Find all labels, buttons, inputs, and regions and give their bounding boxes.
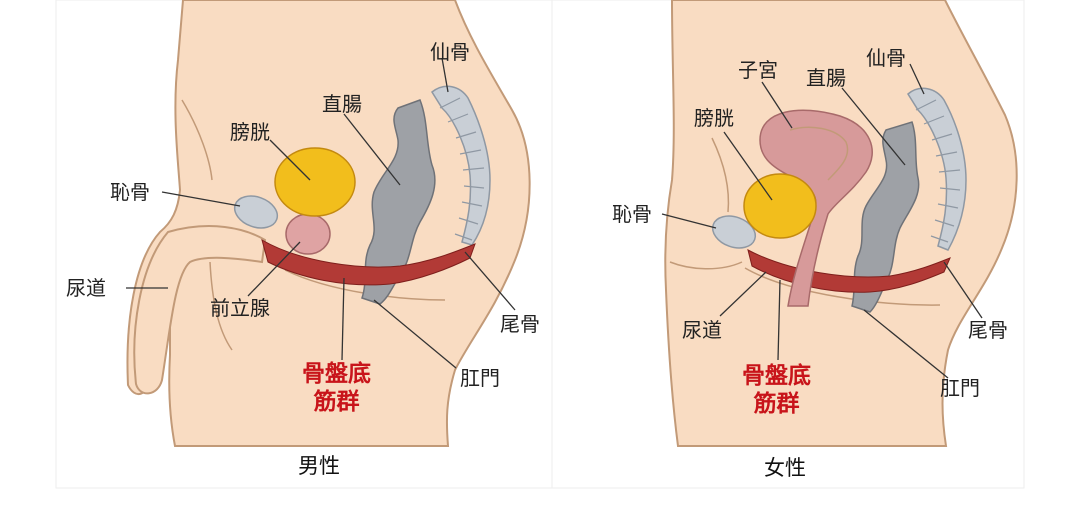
female-gluteal-line bbox=[744, 267, 941, 306]
male-sacrum-bones bbox=[431, 85, 491, 246]
female-bladder bbox=[743, 173, 817, 239]
male-scrotum-line bbox=[209, 261, 233, 351]
male-caption: 男性 bbox=[298, 454, 340, 478]
male-rectum bbox=[361, 99, 436, 305]
male-leader-sacrum bbox=[441, 57, 449, 93]
female-label-pubis: 恥骨 bbox=[612, 202, 652, 226]
male-label-coccyx: 尾骨 bbox=[500, 312, 540, 336]
female-leader-pelvic-floor bbox=[777, 279, 781, 361]
male-leader-prostate bbox=[247, 241, 301, 297]
female-leader-rectum bbox=[841, 87, 906, 166]
female-label-pelvic-floor-line2: 筋群 bbox=[753, 391, 800, 417]
female-inner-contour bbox=[711, 137, 730, 213]
female-leader-sacrum bbox=[909, 63, 925, 95]
male-label-prostate: 前立腺 bbox=[210, 296, 270, 320]
male-inner-contour bbox=[181, 99, 213, 181]
female-figure bbox=[661, 0, 1018, 447]
female-label-urethra: 尿道 bbox=[682, 318, 722, 342]
male-leader-pubis bbox=[161, 191, 241, 207]
female-label-sacrum: 仙骨 bbox=[866, 46, 906, 70]
female-uterus-cavity bbox=[789, 126, 849, 181]
female-label-pelvic-floor: 骨盤底 筋群 bbox=[742, 362, 811, 418]
male-figure bbox=[126, 0, 531, 447]
male-label-pelvic-floor-line2: 筋群 bbox=[313, 389, 360, 415]
female-leader-anus bbox=[863, 309, 949, 379]
female-label-anus: 肛門 bbox=[940, 376, 980, 400]
male-pubic-bone bbox=[233, 195, 279, 229]
female-sacrum-bones bbox=[907, 87, 967, 251]
male-leader-bladder bbox=[269, 139, 311, 181]
female-label-pelvic-floor-line1: 骨盤底 bbox=[742, 363, 811, 389]
female-leader-uterus bbox=[761, 81, 793, 129]
male-label-pubis: 恥骨 bbox=[110, 180, 150, 204]
male-label-pelvic-floor: 骨盤底 筋群 bbox=[302, 360, 371, 416]
male-leader-anus bbox=[373, 299, 457, 369]
male-penis bbox=[133, 225, 267, 395]
female-thigh-line bbox=[669, 261, 743, 270]
female-label-coccyx: 尾骨 bbox=[968, 318, 1008, 342]
female-label-bladder: 膀胱 bbox=[694, 106, 734, 130]
male-leader-coccyx bbox=[464, 251, 516, 311]
female-leader-urethra bbox=[719, 271, 767, 317]
female-caption: 女性 bbox=[764, 456, 806, 480]
male-prostate bbox=[285, 213, 331, 255]
male-label-pelvic-floor-line1: 骨盤底 bbox=[302, 361, 371, 387]
female-label-uterus: 子宮 bbox=[738, 58, 778, 82]
male-leader-rectum bbox=[343, 113, 401, 186]
female-pubic-bone bbox=[711, 215, 757, 249]
male-label-urethra: 尿道 bbox=[66, 276, 106, 300]
female-leader-coccyx bbox=[943, 261, 983, 319]
female-leader-bladder bbox=[723, 131, 773, 201]
female-label-rectum: 直腸 bbox=[806, 66, 846, 90]
male-leader-pelvic-floor bbox=[341, 277, 345, 361]
male-label-bladder: 膀胱 bbox=[230, 120, 270, 144]
male-bladder bbox=[274, 147, 356, 217]
male-label-sacrum: 仙骨 bbox=[430, 40, 470, 64]
male-label-rectum: 直腸 bbox=[322, 92, 362, 116]
male-body bbox=[126, 0, 531, 447]
female-rectum bbox=[851, 121, 920, 313]
female-leader-pubis bbox=[661, 213, 717, 229]
male-label-anus: 肛門 bbox=[460, 366, 500, 390]
